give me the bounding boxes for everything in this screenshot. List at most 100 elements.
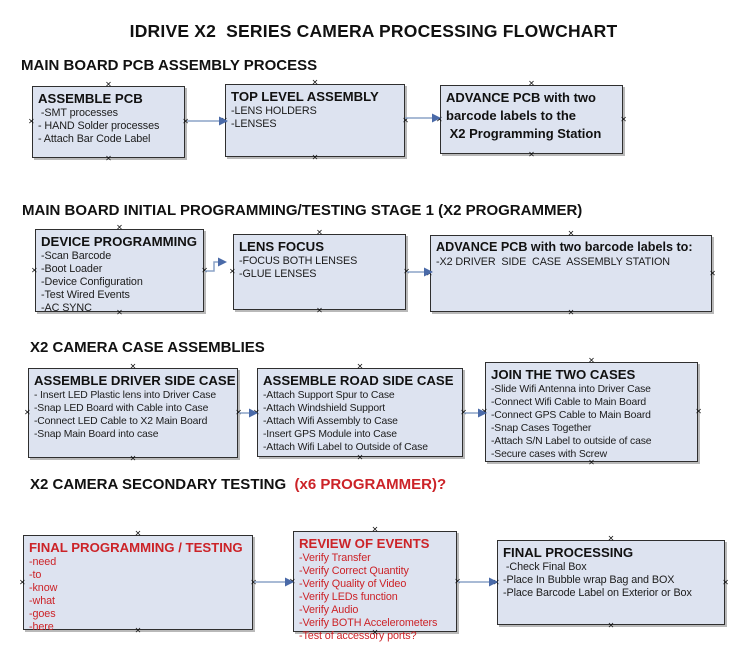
box-title: LENS FOCUS	[239, 239, 324, 254]
box-item: -Connect Wifi Cable to Main Board	[491, 397, 647, 408]
connector-handle-icon: ✕	[402, 115, 409, 125]
flow-box-final-processing: ✕ ✕ ✕ ✕ FINAL PROCESSING -Check Final Bo…	[493, 535, 729, 630]
box-items: -Slide Wifi Antenna into Driver Case -Con…	[491, 383, 692, 461]
flow-box-assemble-road-side-case: ✕ ✕ ✕ ✕ ASSEMBLE ROAD SIDE CASE -Attach …	[253, 363, 467, 462]
connector-handle-icon: ✕	[567, 229, 575, 238]
connector-handle-icon: ✕	[620, 114, 627, 124]
connector-handle-icon: ✕	[116, 223, 123, 232]
box-item: -Scan Barcode	[41, 250, 112, 262]
connector-handle-icon: ✕	[250, 577, 257, 587]
flow-arrowhead-icon	[218, 257, 227, 267]
connector-handle-icon: ✕	[695, 407, 702, 416]
box-item: -LENS HOLDERS	[231, 105, 317, 117]
flow-box-top-level-assembly: ✕ ✕ ✕ ✕ TOP LEVEL ASSEMBLY -LENS HOLDERS…	[221, 79, 409, 162]
box-item: -Device Configuration	[41, 276, 143, 288]
connector-handle-icon: ✕	[356, 453, 364, 462]
box-item: -Place Barcode Label on Exterior or Box	[503, 587, 692, 599]
connector-handle-icon: ✕	[607, 534, 615, 543]
box-item: -what	[29, 595, 55, 607]
flow-arrow-3	[205, 261, 218, 272]
section-header-initial-programming: MAIN BOARD INITIAL PROGRAMMING/TESTING S…	[22, 202, 583, 219]
box-item: -X2 DRIVER SIDE CASE ASSEMBLY STATION	[436, 256, 670, 268]
connector-handle-icon: ✕	[460, 407, 467, 417]
connector-handle-icon: ✕	[356, 362, 364, 371]
flow-box-assemble-driver-side-case: ✕ ✕ ✕ ✕ ASSEMBLE DRIVER SIDE CASE - Inse…	[24, 363, 242, 463]
box-item: -Secure cases with Screw	[491, 449, 607, 460]
box-item: -Attach Windshield Support	[263, 403, 386, 414]
section-header-secondary-testing: X2 CAMERA SECONDARY TESTING (x6 PROGRAMM…	[30, 476, 446, 493]
box-item: -Verify Correct Quantity	[299, 565, 409, 577]
connector-handle-icon: ✕	[454, 576, 461, 586]
box-item: -Snap Main Board into case	[34, 429, 159, 440]
box-item: -Attach Support Spur to Case	[263, 390, 395, 401]
box-item: -Verify BOTH Accelerometers	[299, 617, 438, 629]
box-title: ASSEMBLE ROAD SIDE CASE	[263, 373, 454, 388]
box-item: -Boot Loader	[41, 263, 103, 275]
connector-handle-icon: ✕	[722, 577, 729, 587]
box-item: - Attach Bar Code Label	[38, 133, 151, 145]
connector-handle-icon: ✕	[528, 79, 535, 88]
box-title: JOIN THE TWO CASES	[491, 367, 636, 382]
box-item: -Place In Bubble wrap Bag and BOX	[503, 574, 675, 586]
box-items: - Insert LED Plastic lens into Driver Ca…	[34, 389, 232, 441]
connector-handle-icon: ✕	[229, 267, 236, 276]
connector-handle-icon: ✕	[426, 268, 433, 278]
box-item: -goes	[29, 608, 56, 620]
flow-box-device-programming: ✕ ✕ ✕ ✕ DEVICE PROGRAMMING -Scan Barcode…	[31, 224, 208, 317]
box-item: - Insert LED Plastic lens into Driver Ca…	[34, 390, 216, 401]
connector-handle-icon: ✕	[316, 228, 323, 237]
box-item: -Verify Transfer	[299, 552, 371, 564]
connector-handle-icon: ✕	[253, 407, 260, 417]
connector-handle-icon: ✕	[289, 576, 296, 586]
connector-handle-icon: ✕	[311, 78, 319, 87]
box-item: -know	[29, 582, 58, 594]
box-title: REVIEW OF EVENTS	[299, 536, 430, 551]
connector-handle-icon: ✕	[129, 454, 137, 463]
connector-handle-icon: ✕	[201, 265, 208, 275]
box-items: -Attach Support Spur to Case -Attach Wind…	[263, 389, 457, 454]
box-items: -LENS HOLDERS-LENSES	[231, 105, 399, 131]
connector-handle-icon: ✕	[221, 115, 228, 125]
connector-handle-icon: ✕	[134, 529, 142, 538]
box-item: -Test of accessory ports?	[299, 630, 417, 642]
connector-handle-icon: ✕	[316, 306, 323, 315]
box-item: -Slide Wifi Antenna into Driver Case	[491, 384, 651, 395]
flow-box-assemble-pcb: ✕ ✕ ✕ ✕ ASSEMBLE PCB -SMT processes- HAN…	[28, 81, 189, 163]
box-items: -need-to-know-what-goes-here	[29, 556, 247, 634]
box-item: X2 Programming Station	[446, 126, 602, 141]
connector-handle-icon: ✕	[607, 621, 615, 630]
box-item: -LENSES	[231, 118, 277, 130]
connector-handle-icon: ✕	[235, 408, 242, 417]
connector-handle-icon: ✕	[105, 80, 112, 89]
connector-handle-icon: ✕	[24, 408, 31, 417]
box-items: -SMT processes- HAND Solder processes- A…	[38, 107, 179, 146]
connector-handle-icon: ✕	[129, 362, 137, 371]
connector-handle-icon: ✕	[403, 267, 410, 276]
connector-handle-icon: ✕	[493, 577, 500, 587]
box-item: -Verify Audio	[299, 604, 359, 616]
box-item: -here	[29, 621, 54, 633]
box-item: -Attach Wifi Assembly to Case	[263, 416, 398, 427]
connector-handle-icon: ✕	[19, 577, 26, 587]
connector-handle-icon: ✕	[481, 407, 488, 416]
box-item: -Connect LED Cable to X2 Main Board	[34, 416, 208, 427]
box-item: -Test Wired Events	[41, 289, 130, 301]
box-item: -Verify LEDs function	[299, 591, 398, 603]
box-items: -X2 DRIVER SIDE CASE ASSEMBLY STATION	[436, 256, 706, 269]
box-title: FINAL PROGRAMMING / TESTING	[29, 540, 243, 555]
box-item: -Attach Wifi Label to Outside of Case	[263, 442, 428, 453]
connector-handle-icon: ✕	[588, 356, 595, 365]
box-title: FINAL PROCESSING	[503, 545, 634, 560]
connector-handle-icon: ✕	[567, 308, 575, 317]
connector-handle-icon: ✕	[28, 117, 35, 126]
box-title: ADVANCE PCB with two barcode labels to:	[436, 240, 693, 254]
box-item: -to	[29, 569, 42, 581]
page-title: IDRIVE X2 SERIES CAMERA PROCESSING FLOWC…	[129, 21, 618, 41]
box-item: -Connect GPS Cable to Main Board	[491, 410, 651, 421]
box-item: -SMT processes	[38, 107, 118, 119]
box-title: DEVICE PROGRAMMING	[41, 234, 198, 249]
box-item: -GLUE LENSES	[239, 268, 317, 280]
